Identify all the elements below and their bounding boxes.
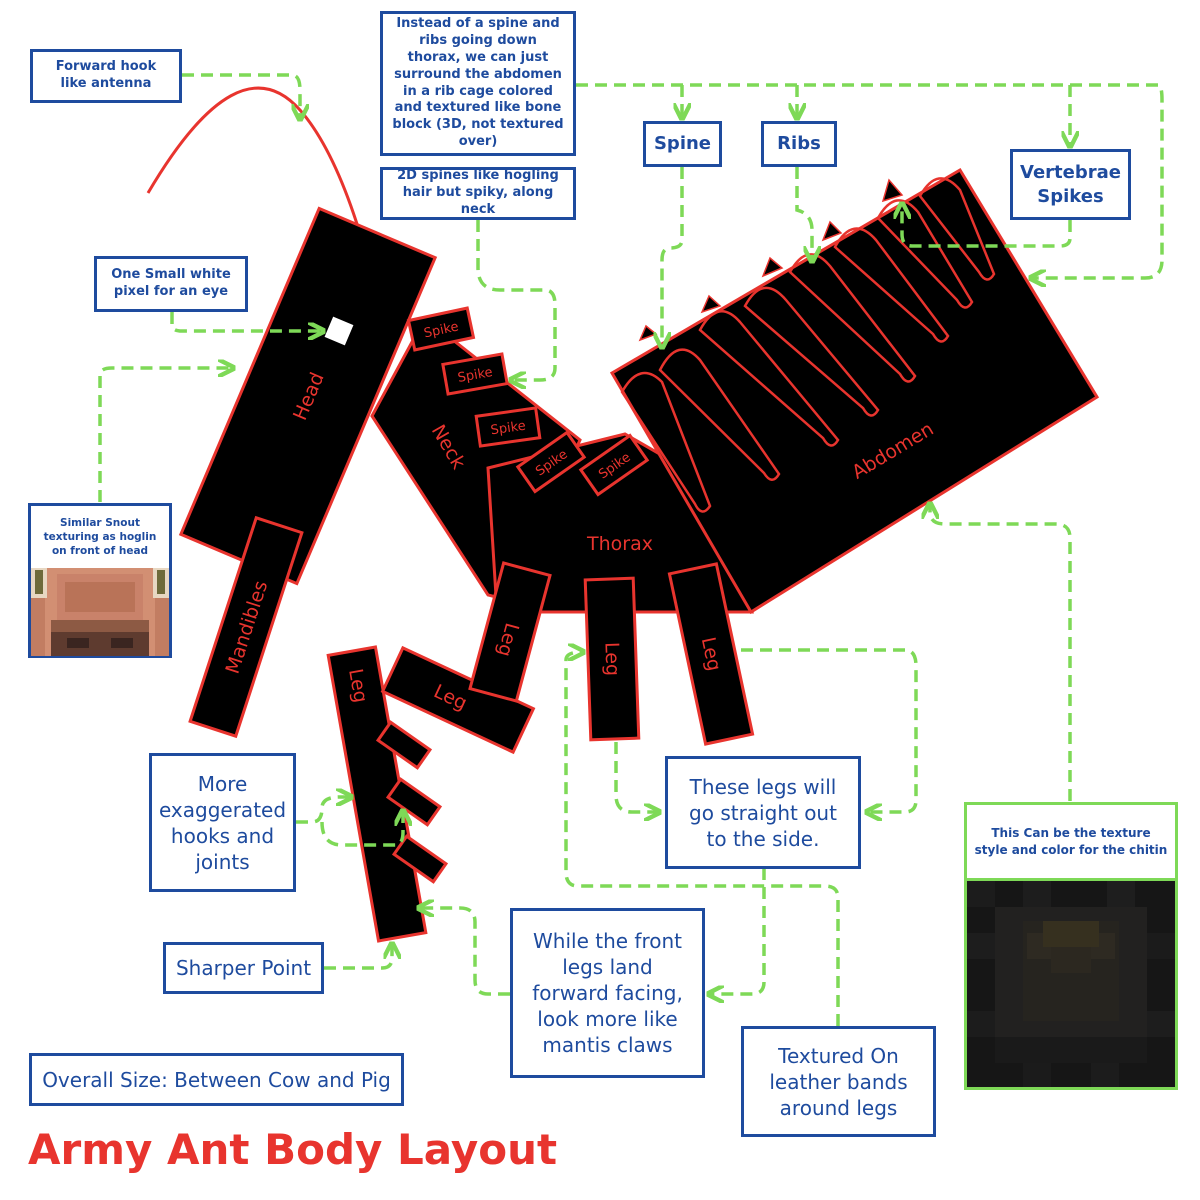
leg-front-left: Leg — [326, 645, 428, 943]
chitin-texture-panel: This Can be the texture style and color … — [964, 802, 1178, 1090]
note-mantis-claws: While the front legs land forward facing… — [510, 908, 705, 1078]
spike-label: Spike — [490, 419, 527, 439]
connectors — [98, 73, 1164, 1026]
leg-back: Leg — [667, 562, 755, 746]
leg-label: Leg — [600, 642, 623, 677]
note-snout: Similar Snout texturing as hoglin on fro… — [28, 503, 172, 658]
note-leather-bands: Textured On leather bands around legs — [741, 1026, 936, 1137]
note-ribs: Ribs — [761, 121, 837, 167]
leg-hook-3 — [391, 834, 449, 884]
eye — [324, 316, 354, 346]
spike-label: Spike — [423, 319, 461, 341]
abdomen-part — [609, 167, 1100, 615]
spike-label: Spike — [457, 365, 494, 386]
spike-2: Spike — [441, 352, 509, 396]
leg-hook-1 — [375, 720, 433, 770]
vertebrae-spikes — [638, 178, 904, 342]
spike-1: Spike — [406, 306, 476, 352]
note-spine: Spine — [643, 121, 722, 167]
note-sharper-point: Sharper Point — [163, 942, 324, 994]
chitin-texture-image — [967, 881, 1175, 1087]
thorax-label: Thorax — [586, 533, 653, 555]
spike-3: Spike — [474, 406, 542, 448]
leg-front-right: Leg — [468, 561, 552, 703]
leg-front-mid: Leg — [380, 645, 536, 755]
note-eye: One Small white pixel for an eye — [94, 256, 248, 312]
note-snout-text: Similar Snout texturing as hoglin on fro… — [43, 516, 157, 558]
hoglin-snout-image — [31, 568, 169, 656]
mandibles-part: Mandibles — [188, 515, 304, 739]
note-antenna: Forward hook like antenna — [30, 49, 182, 103]
note-neck-spines: 2D spines like hogling hair but spiky, a… — [380, 167, 576, 220]
note-chitin: This Can be the texture style and color … — [967, 805, 1175, 881]
head-part: Head — [178, 206, 438, 586]
note-side-legs: These legs will go straight out to the s… — [665, 756, 861, 869]
page-title: Army Ant Body Layout — [28, 1125, 558, 1174]
note-vertebrae-spikes: Vertebrae Spikes — [1010, 149, 1131, 220]
rib-cage — [620, 177, 996, 513]
note-ribcage: Instead of a spine and ribs going down t… — [380, 11, 576, 156]
note-overall-size: Overall Size: Between Cow and Pig — [29, 1053, 404, 1106]
note-hooks-joints: More exaggerated hooks and joints — [149, 753, 296, 892]
leg-middle: Leg — [583, 576, 641, 742]
